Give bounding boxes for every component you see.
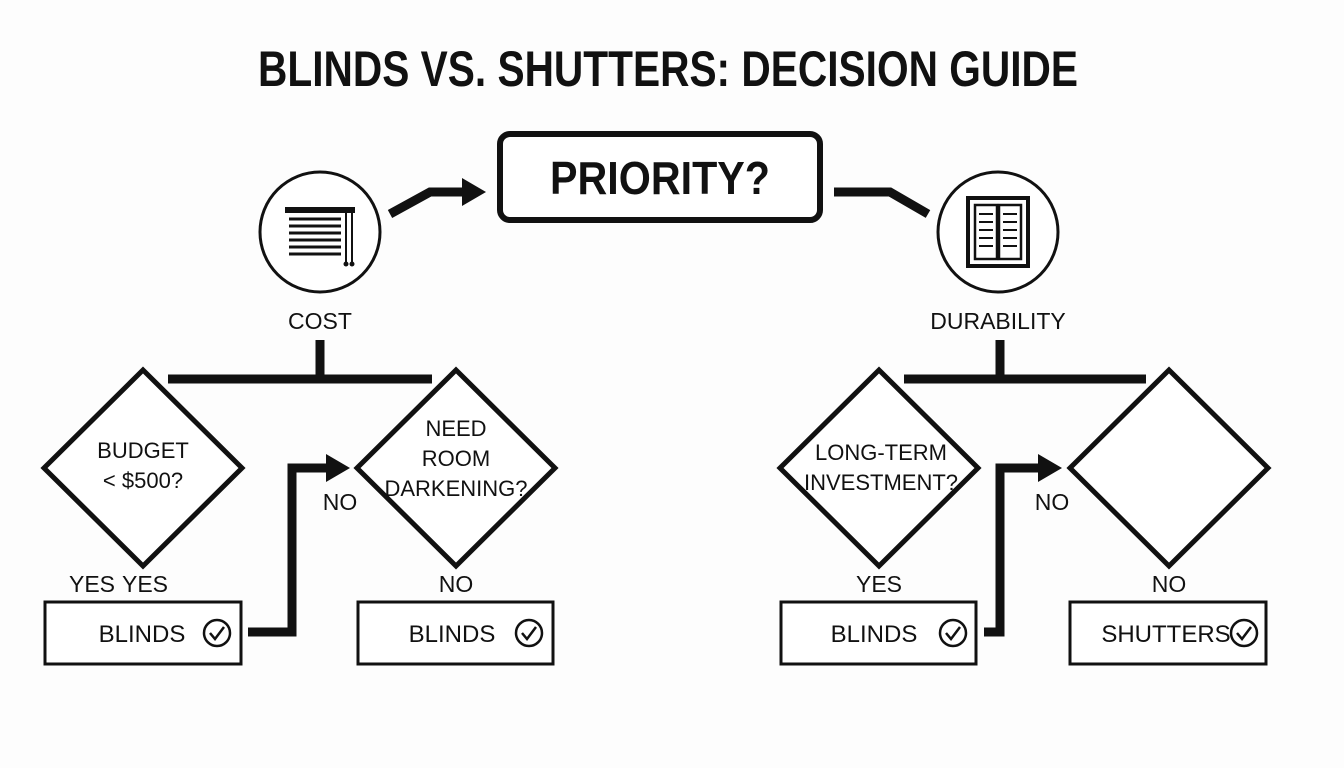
priority-to-durability-line — [834, 187, 931, 218]
empty-question — [1066, 366, 1272, 570]
check-circle-icon — [514, 618, 544, 648]
cost-to-priority-arrow — [387, 187, 470, 218]
yes-label: YES — [856, 571, 902, 597]
arrowhead — [1038, 454, 1062, 482]
yes-label: YES — [122, 571, 168, 597]
arrowhead — [326, 454, 350, 482]
priority-label: PRIORITY? — [550, 152, 770, 204]
long-term-line-1: LONG-TERM — [815, 440, 947, 465]
budget-question-line-1: BUDGET — [97, 438, 189, 463]
durability-label: DURABILITY — [930, 308, 1065, 334]
room-darkening-question: NEED ROOM DARKENING? — [353, 366, 559, 570]
result-blinds-3: BLINDS — [779, 600, 978, 666]
page-title: BLINDS VS. SHUTTERS: DECISION GUIDE — [258, 41, 1078, 97]
durability-branch-connector — [904, 340, 1146, 384]
result-blinds-2: BLINDS — [356, 600, 555, 666]
result-label: BLINDS — [409, 621, 496, 648]
result-label: SHUTTERS — [1101, 621, 1230, 648]
priority-node: PRIORITY? — [497, 131, 823, 223]
no-label: NO — [323, 489, 358, 515]
budget-question-line-2: < $500? — [103, 468, 183, 493]
result-shutters: SHUTTERS — [1068, 600, 1268, 666]
long-term-line-2: INVESTMENT? — [804, 470, 958, 495]
result-blinds-1: BLINDS — [43, 600, 243, 666]
check-circle-icon — [202, 618, 232, 648]
blinds-icon — [258, 170, 382, 294]
cost-label: COST — [288, 308, 352, 334]
budget-question: BUDGET < $500? — [40, 366, 246, 570]
no-label: NO — [1152, 571, 1187, 597]
check-circle-icon — [1229, 618, 1259, 648]
check-circle-icon — [938, 618, 968, 648]
yes-label: YES — [69, 571, 115, 597]
no-label: NO — [1035, 489, 1070, 515]
blinds-to-darkening-arrow — [248, 463, 330, 637]
result-label: BLINDS — [831, 621, 918, 648]
long-term-question: LONG-TERM INVESTMENT? — [776, 366, 982, 570]
no-label: NO — [439, 571, 474, 597]
result-label: BLINDS — [99, 621, 186, 648]
cost-branch-connector — [168, 340, 432, 384]
blinds-to-empty-arrow — [984, 463, 1040, 637]
shutters-icon — [936, 170, 1060, 294]
room-darkening-line-1: NEED — [425, 416, 486, 441]
room-darkening-line-3: DARKENING? — [384, 476, 527, 501]
room-darkening-line-2: ROOM — [422, 446, 490, 471]
arrowhead — [462, 178, 486, 206]
